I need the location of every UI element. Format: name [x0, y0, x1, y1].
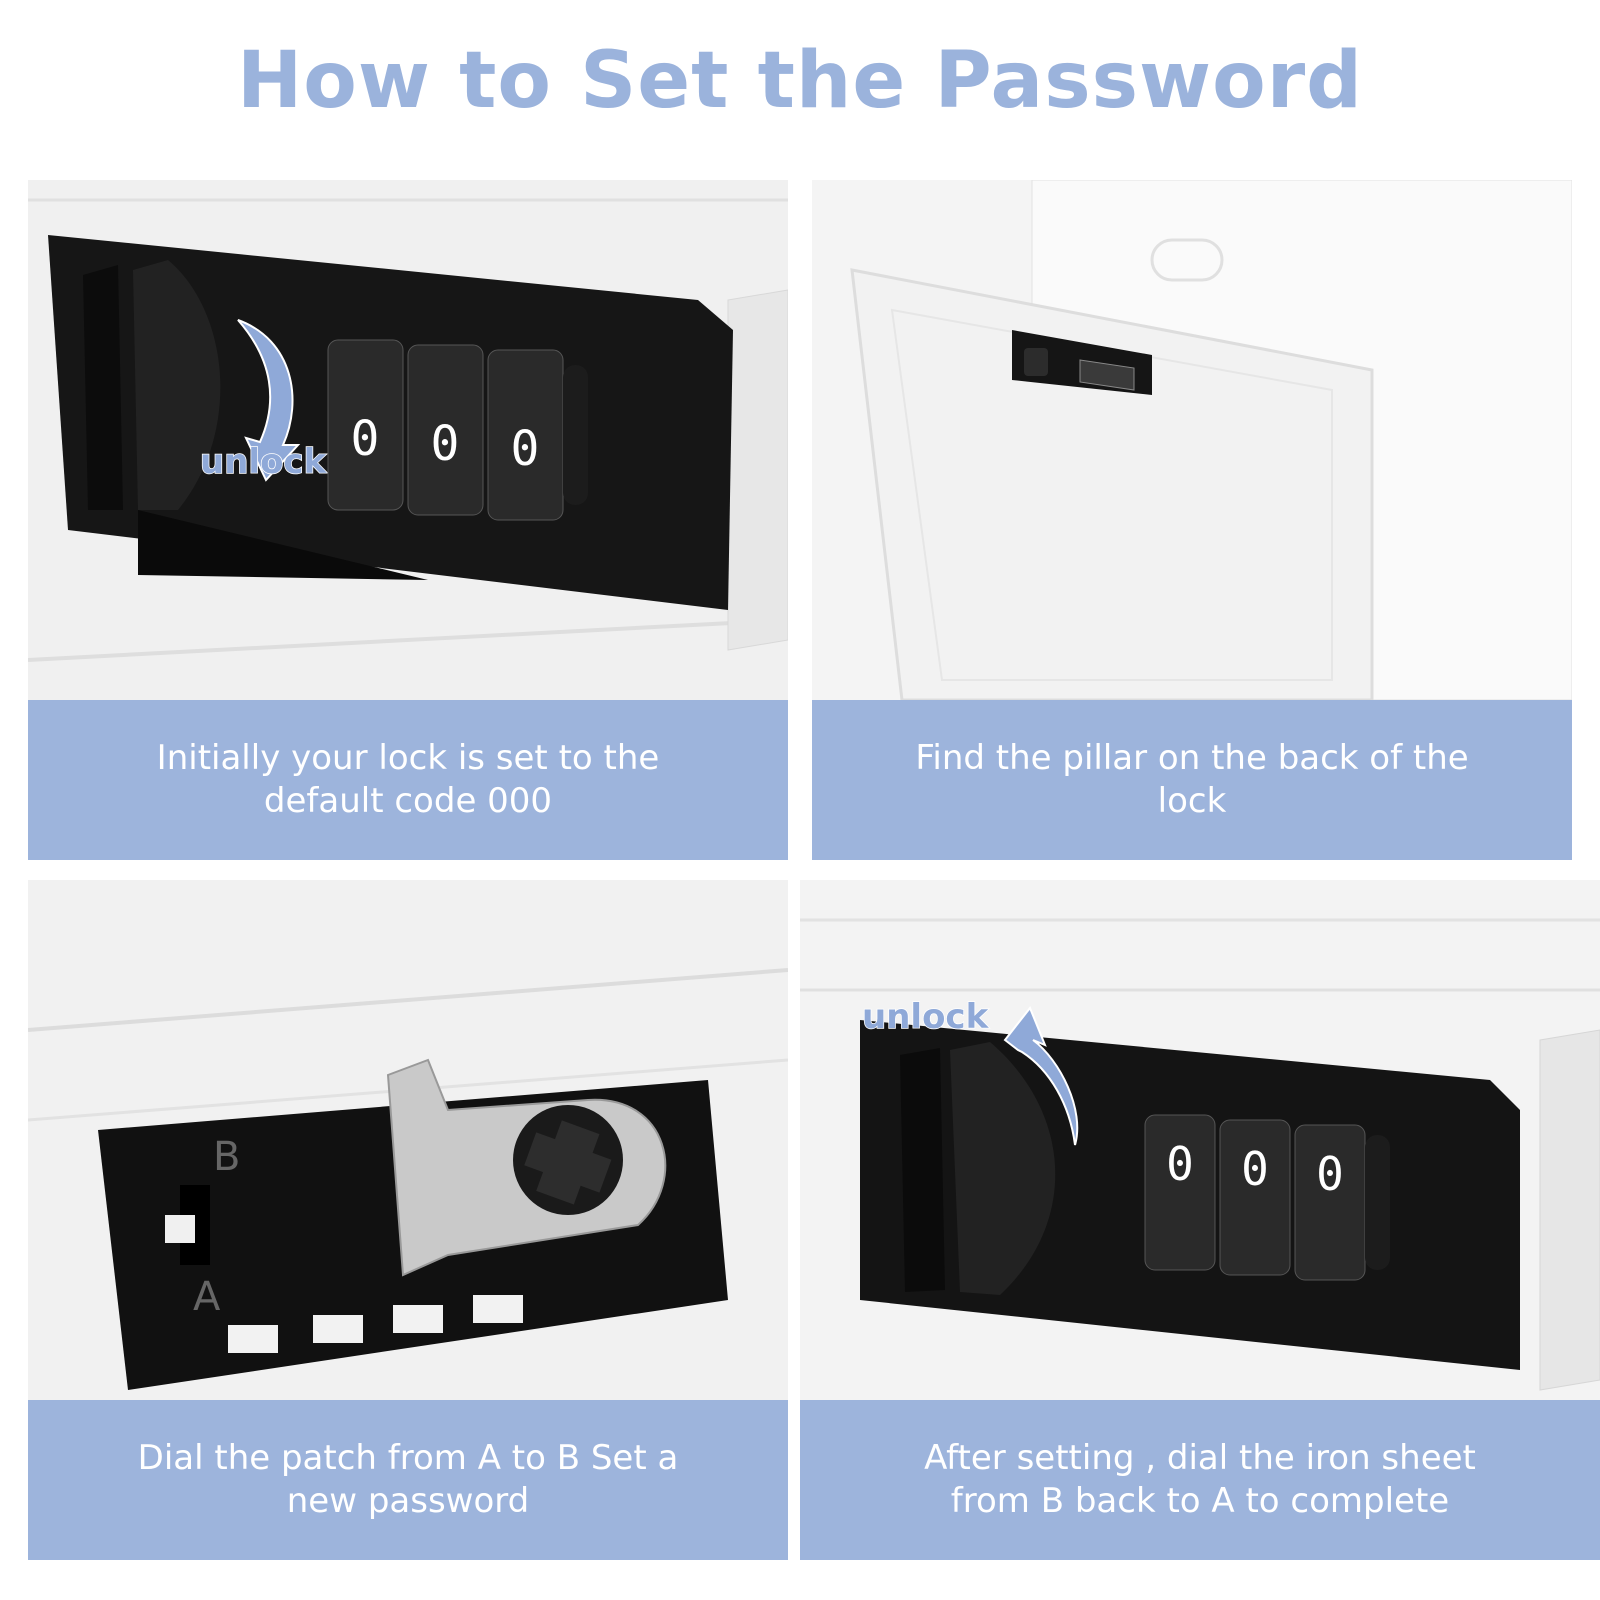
dial-2-digit: 0: [431, 416, 460, 472]
unlock-arrow-icon: [1003, 1006, 1079, 1146]
step-2-caption-text: Find the pillar on the back of the lock: [915, 738, 1469, 821]
step-1-photo: unlock 0 0 0: [28, 180, 788, 700]
step-2-panel: Find the pillar on the back of the lock: [812, 180, 1572, 860]
lock-back-icon: [1012, 330, 1152, 395]
step-4-panel: unlock 0 0 0 After setting , dial the ir…: [800, 880, 1600, 1560]
step-4-caption: After setting , dial the iron sheet from…: [800, 1400, 1600, 1560]
combination-dials: 0 0 0: [1144, 1114, 1390, 1281]
step-3-photo: B A: [28, 880, 788, 1400]
step-4-photo: unlock 0 0 0: [800, 880, 1600, 1400]
step-3-caption-text: Dial the patch from A to B Set a new pas…: [137, 1438, 679, 1521]
unlock-label: unlock: [200, 442, 328, 482]
dial-3-digit: 0: [1316, 1147, 1344, 1201]
step-2-photo: [812, 180, 1572, 700]
switch-label-a: A: [193, 1274, 221, 1320]
dial-3-digit: 0: [511, 421, 540, 477]
switch-labels: B A: [193, 1134, 240, 1320]
dial-1-digit: 0: [1166, 1137, 1194, 1191]
step-3-caption: Dial the patch from A to B Set a new pas…: [28, 1400, 788, 1560]
step-2-caption: Find the pillar on the back of the lock: [812, 700, 1572, 860]
dial-2-digit: 0: [1241, 1142, 1269, 1196]
page-title: How to Set the Password: [236, 36, 1363, 126]
step-1-caption-text: Initially your lock is set to the defaul…: [156, 738, 660, 821]
setting-buttons: [228, 1295, 523, 1353]
step-3-panel: B A Dial the patch from A to B Set a new…: [28, 880, 788, 1560]
unlock-label: unlock: [862, 997, 990, 1037]
unlock-arrow-icon: [237, 319, 301, 482]
combination-dials: 0 0 0: [327, 339, 588, 521]
iron-sheet: [386, 1058, 667, 1277]
step-1-caption: Initially your lock is set to the defaul…: [28, 700, 788, 860]
switch-slot: [165, 1185, 210, 1265]
switch-label-b: B: [213, 1134, 240, 1180]
dial-1-digit: 0: [351, 411, 380, 467]
step-1-panel: unlock 0 0 0 Initially your lock is set …: [28, 180, 788, 860]
step-4-caption-text: After setting , dial the iron sheet from…: [924, 1438, 1476, 1521]
